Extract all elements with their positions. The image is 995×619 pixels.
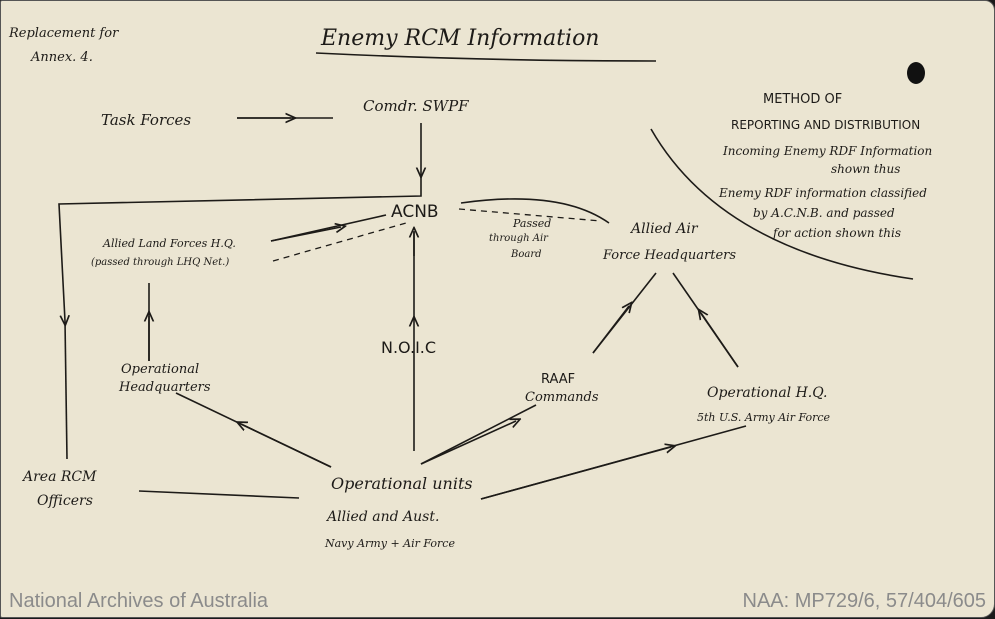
annotation-line-2: Annex. 4. <box>30 50 93 65</box>
node-acnb: ACNB <box>391 202 439 222</box>
node-land-forces-note: (passed through LHQ Net.) <box>91 257 229 268</box>
legend: METHOD OF REPORTING AND DISTRIBUTION Inc… <box>650 92 932 280</box>
legend-divider <box>650 128 914 280</box>
node-op-hq-us-line2: 5th U.S. Army Air Force <box>697 411 831 424</box>
title-underline <box>315 52 657 62</box>
passed-air-line-2: through Air <box>489 233 549 244</box>
node-passed-air-board: Passed through Air Board <box>489 217 551 260</box>
node-op-units-line3: Navy Army + Air Force <box>324 537 455 550</box>
passed-air-line-1: Passed <box>512 217 551 230</box>
node-raaf: RAAF <box>541 372 575 387</box>
node-op-hq: Operational <box>121 362 199 377</box>
node-raaf-line2: Commands <box>525 390 599 405</box>
watermark-reference: NAA: MP729/6, 57/404/605 <box>742 590 987 612</box>
node-comdr-swpf: Comdr. SWPF <box>363 97 469 115</box>
page-title: Enemy RCM Information <box>320 26 599 51</box>
legend-classified-1: Enemy RDF information classified <box>718 186 927 200</box>
legend-classified-3: for action shown this <box>772 226 901 240</box>
node-air-hq: Allied Air <box>629 221 699 237</box>
node-area-rcm: Area RCM <box>21 469 97 485</box>
node-land-forces: Allied Land Forces H.Q. <box>102 237 236 250</box>
legend-incoming-1: Incoming Enemy RDF Information <box>722 144 932 158</box>
legend-incoming-2: shown thus <box>831 162 900 176</box>
node-op-units-line2: Allied and Aust. <box>325 509 439 525</box>
ink-blot <box>907 62 925 84</box>
node-op-hq-line2: Headquarters <box>118 380 211 395</box>
passed-air-line-3: Board <box>510 249 542 260</box>
node-noic: N.O.I.C <box>381 338 436 357</box>
legend-heading-2: REPORTING AND DISTRIBUTION <box>731 118 920 132</box>
node-area-rcm-line2: Officers <box>37 493 93 509</box>
node-op-units: Operational units <box>331 474 473 493</box>
watermark-archive-name: National Archives of Australia <box>9 590 269 612</box>
node-task-forces: Task Forces <box>101 111 191 129</box>
node-op-hq-us: Operational H.Q. <box>707 385 827 401</box>
node-air-hq-line2: Force Headquarters <box>602 248 736 263</box>
connectors <box>58 118 747 500</box>
legend-heading-1: METHOD OF <box>763 92 842 107</box>
legend-classified-2: by A.C.N.B. and passed <box>753 206 895 220</box>
annotation-line-1: Replacement for <box>8 26 119 41</box>
